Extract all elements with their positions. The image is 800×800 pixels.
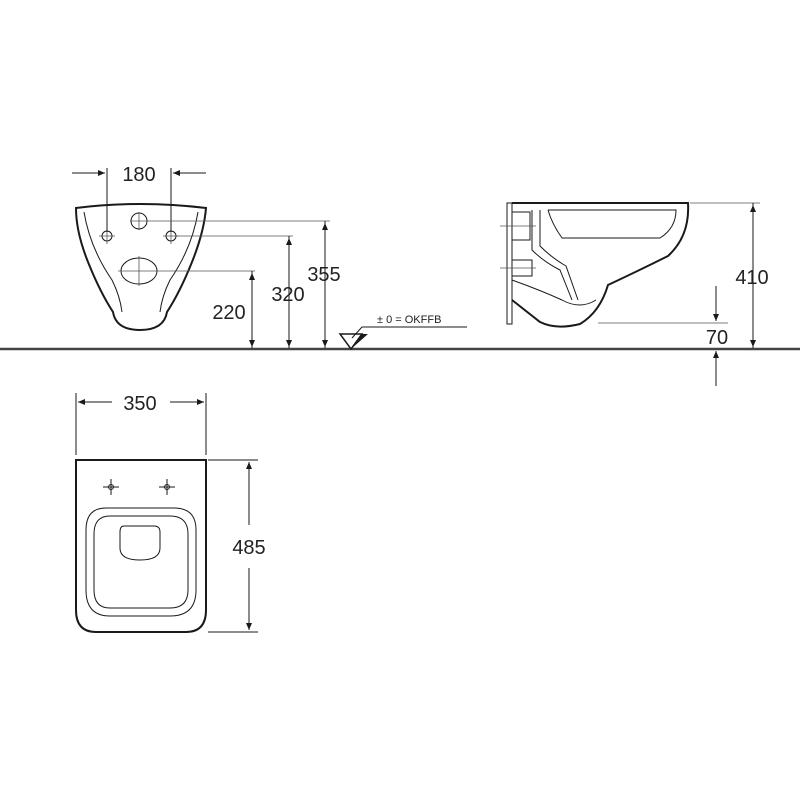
dim-label-180: 180: [122, 164, 155, 186]
front-bowl-outline: [74, 203, 208, 332]
side-trap-line: [531, 210, 573, 301]
dim-label-350: 350: [123, 393, 156, 415]
level-triangle-fill-icon: [351, 334, 368, 349]
floor-reference-text: ± 0 = OKFFB: [377, 314, 441, 326]
front-outlet-crosshair: [118, 256, 160, 286]
plan-fixing-point: [108, 484, 114, 490]
floor-reference-symbol: ± 0 = OKFFB: [338, 314, 467, 351]
plan-outlet: [119, 525, 161, 561]
side-bowl-top-curve: [547, 209, 660, 239]
front-bowl-inner-left: [83, 211, 123, 313]
dim-label-220: 220: [212, 302, 245, 324]
dim-label-485: 485: [232, 537, 265, 559]
front-hole-crosshairs: [99, 212, 179, 244]
dim-label-320: 320: [271, 284, 304, 306]
side-bowl-outline: [511, 202, 690, 328]
plan-fixing-point: [164, 484, 170, 490]
side-view: 410 70: [500, 202, 769, 386]
plan-bowl-outer: [85, 507, 197, 617]
dim-label-70: 70: [706, 327, 728, 349]
side-trap-bottom: [511, 279, 597, 306]
wall-mount-plate: [506, 202, 513, 325]
side-rim-inner: [548, 209, 677, 239]
front-view: 180 220 320 355: [72, 164, 341, 348]
side-trap-line: [539, 210, 579, 301]
plan-fixing-crosses-icon: [103, 479, 175, 495]
dim-label-410: 410: [735, 267, 768, 289]
front-bowl-inner-right: [159, 211, 199, 313]
dim-label-355: 355: [307, 264, 340, 286]
floor-reference-leader: [351, 326, 363, 339]
plan-outline: [75, 459, 207, 633]
plan-view: 350 485: [75, 393, 266, 633]
plan-bowl-inner: [93, 515, 189, 609]
